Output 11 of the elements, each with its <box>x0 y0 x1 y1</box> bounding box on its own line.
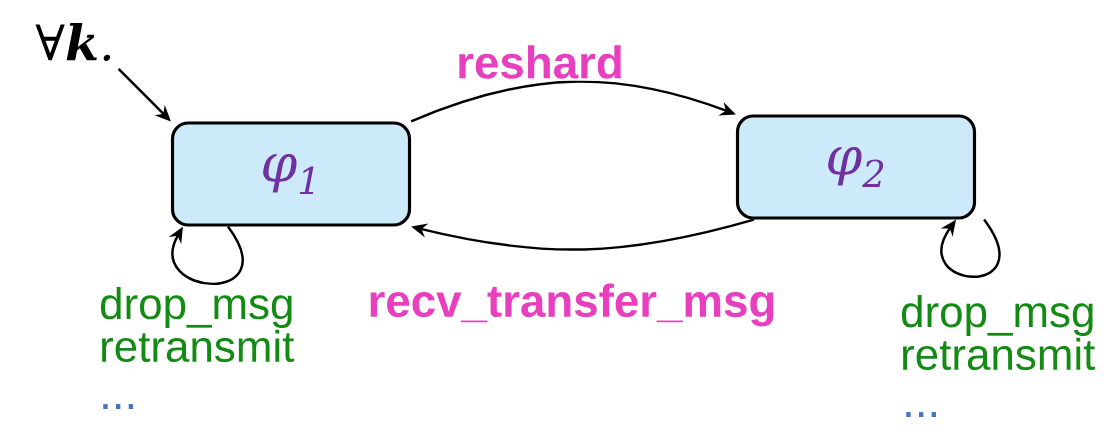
quantifier-label: ∀k. <box>35 22 111 62</box>
edge-label: drop_msg retransmit <box>100 287 295 363</box>
arrow <box>168 225 244 286</box>
state-box: φ$_{1}$ <box>170 121 412 227</box>
arrow <box>940 218 1001 278</box>
edge-label: drop_msg retransmit <box>901 295 1096 371</box>
state-box: φ$_{2}$ <box>735 114 977 220</box>
edge-label: recv_transfer_msg <box>365 281 779 329</box>
edge-label: reshard <box>454 43 626 81</box>
ellipsis: ... <box>103 404 134 409</box>
ellipsis: ... <box>906 412 937 417</box>
